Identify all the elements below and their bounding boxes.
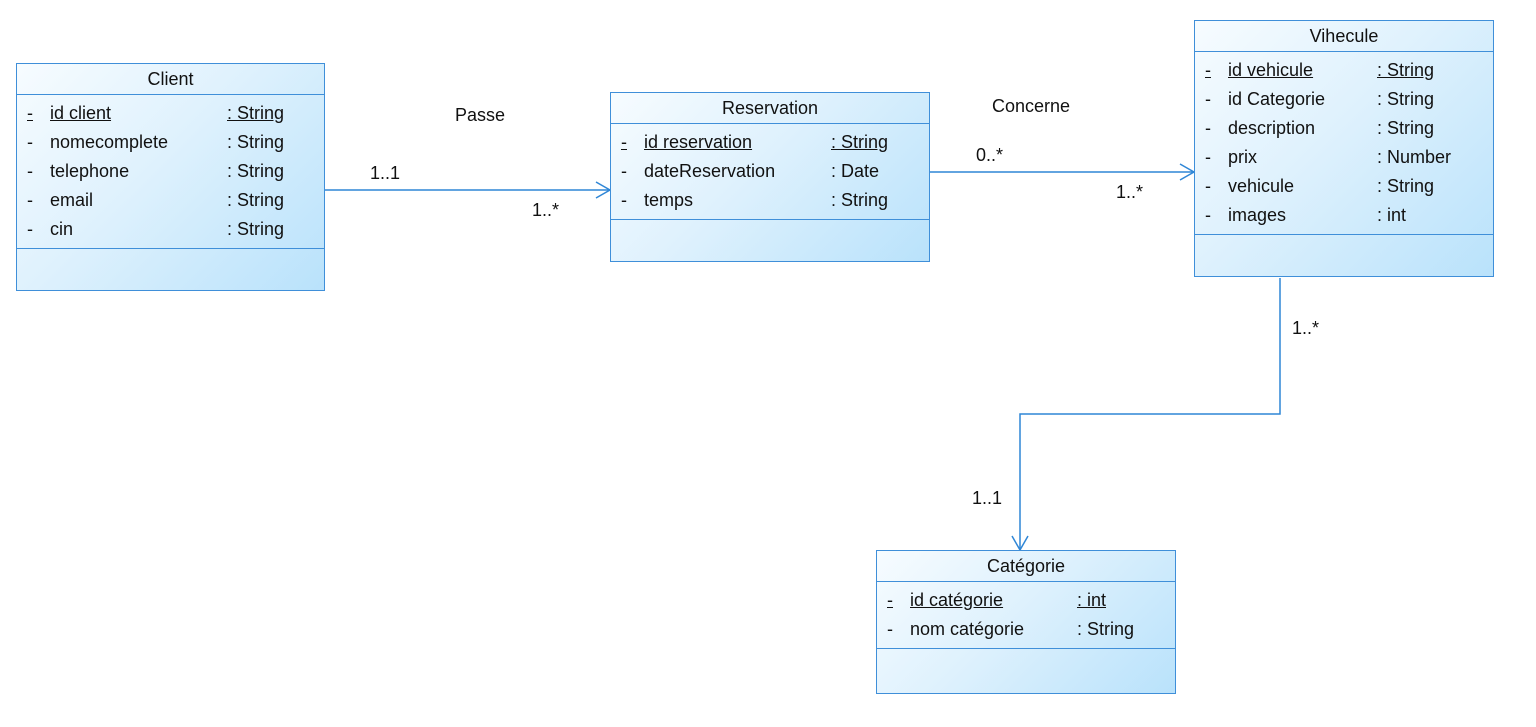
- attribute-visibility: -: [887, 619, 893, 639]
- attribute-visibility: -: [27, 190, 33, 210]
- multiplicity-reservation-passe: 1..*: [532, 200, 560, 220]
- class-reservation[interactable]: Reservation - id reservation : String - …: [610, 92, 930, 262]
- attribute-type: : String: [1377, 118, 1435, 138]
- attribute-row[interactable]: - vehicule : String: [1195, 172, 1493, 201]
- attribute-visibility: -: [1205, 205, 1211, 225]
- attribute-type: : String: [1377, 60, 1435, 80]
- attribute-type: : String: [227, 132, 285, 152]
- association-concerne-label: Concerne: [992, 96, 1071, 116]
- multiplicity-client-passe: 1..1: [370, 163, 401, 183]
- attribute-visibility: -: [27, 161, 33, 181]
- class-client-attributes: - id client : String - nomecomplete : St…: [17, 95, 324, 249]
- attribute-visibility: -: [1205, 89, 1211, 109]
- attribute-visibility: -: [1205, 147, 1211, 167]
- attribute-name: images: [1228, 205, 1287, 225]
- attribute-name: temps: [644, 190, 694, 210]
- class-vihecule-attributes: - id vehicule : String - id Categorie : …: [1195, 52, 1493, 235]
- association-passe-label: Passe: [455, 105, 506, 125]
- attribute-name: description: [1228, 118, 1316, 138]
- attribute-name: nom catégorie: [910, 619, 1025, 639]
- attribute-row[interactable]: - dateReservation : Date: [611, 157, 929, 186]
- attribute-row[interactable]: - id catégorie : int: [877, 586, 1175, 615]
- association-passe[interactable]: [324, 181, 612, 199]
- attribute-type: : String: [831, 190, 889, 210]
- attribute-visibility: -: [27, 103, 33, 123]
- attribute-row[interactable]: - nom catégorie : String: [877, 615, 1175, 644]
- attribute-row[interactable]: - id vehicule : String: [1195, 56, 1493, 85]
- attribute-visibility: -: [1205, 60, 1211, 80]
- attribute-type: : Number: [1377, 147, 1452, 167]
- attribute-type: : String: [1377, 176, 1435, 196]
- attribute-name: id client: [50, 103, 112, 123]
- attribute-name: id vehicule: [1228, 60, 1314, 80]
- attribute-name: email: [50, 190, 94, 210]
- attribute-name: id reservation: [644, 132, 753, 152]
- attribute-name: dateReservation: [644, 161, 776, 181]
- attribute-name: id Categorie: [1228, 89, 1326, 109]
- attribute-row[interactable]: - prix : Number: [1195, 143, 1493, 172]
- attribute-visibility: -: [27, 219, 33, 239]
- attribute-type: : String: [227, 103, 285, 123]
- attribute-visibility: -: [1205, 176, 1211, 196]
- attribute-row[interactable]: - nomecomplete : String: [17, 128, 324, 157]
- attribute-row[interactable]: - email : String: [17, 186, 324, 215]
- attribute-name: vehicule: [1228, 176, 1295, 196]
- attribute-visibility: -: [621, 161, 627, 181]
- attribute-type: : String: [1077, 619, 1135, 639]
- association-concerne[interactable]: [930, 163, 1196, 181]
- class-vihecule-title: Vihecule: [1195, 21, 1493, 52]
- class-vihecule[interactable]: Vihecule - id vehicule : String - id Cat…: [1194, 20, 1494, 277]
- attribute-row[interactable]: - telephone : String: [17, 157, 324, 186]
- class-reservation-title: Reservation: [611, 93, 929, 124]
- class-client[interactable]: Client - id client : String - nomecomple…: [16, 63, 325, 291]
- attribute-visibility: -: [1205, 118, 1211, 138]
- attribute-type: : String: [831, 132, 889, 152]
- class-reservation-attributes: - id reservation : String - dateReservat…: [611, 124, 929, 220]
- multiplicity-reservation-concerne: 0..*: [976, 145, 1004, 165]
- attribute-type: : String: [227, 219, 285, 239]
- attribute-type: : String: [1377, 89, 1435, 109]
- attribute-type: : Date: [831, 161, 880, 181]
- attribute-visibility: -: [621, 190, 627, 210]
- attribute-name: prix: [1228, 147, 1258, 167]
- class-categorie-attributes: - id catégorie : int - nom catégorie : S…: [877, 582, 1175, 649]
- attribute-row[interactable]: - temps : String: [611, 186, 929, 215]
- attribute-row[interactable]: - id reservation : String: [611, 128, 929, 157]
- class-categorie[interactable]: Catégorie - id catégorie : int - nom cat…: [876, 550, 1176, 694]
- multiplicity-vihecule-categorie: 1..*: [1292, 318, 1320, 338]
- attribute-name: id catégorie: [910, 590, 1004, 610]
- attribute-visibility: -: [887, 590, 893, 610]
- attribute-type: : int: [1077, 590, 1107, 610]
- attribute-visibility: -: [621, 132, 627, 152]
- multiplicity-vihecule-concerne: 1..*: [1116, 182, 1144, 202]
- attribute-row[interactable]: - id client : String: [17, 99, 324, 128]
- attribute-row[interactable]: - images : int: [1195, 201, 1493, 230]
- attribute-name: cin: [50, 219, 74, 239]
- attribute-name: telephone: [50, 161, 130, 181]
- attribute-name: nomecomplete: [50, 132, 169, 152]
- attribute-row[interactable]: - id Categorie : String: [1195, 85, 1493, 114]
- attribute-type: : String: [227, 190, 285, 210]
- attribute-row[interactable]: - cin : String: [17, 215, 324, 244]
- class-categorie-title: Catégorie: [877, 551, 1175, 582]
- association-categorisation[interactable]: [1011, 278, 1281, 552]
- attribute-row[interactable]: - description : String: [1195, 114, 1493, 143]
- attribute-type: : int: [1377, 205, 1407, 225]
- attribute-visibility: -: [27, 132, 33, 152]
- attribute-type: : String: [227, 161, 285, 181]
- class-client-title: Client: [17, 64, 324, 95]
- multiplicity-categorie: 1..1: [972, 488, 1003, 508]
